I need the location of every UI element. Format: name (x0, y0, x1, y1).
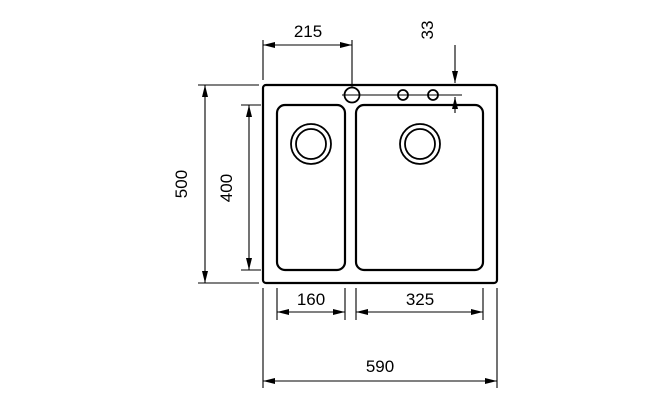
dim-overall-height: 500 (172, 84, 259, 284)
left-basin (275, 103, 347, 272)
dim-left-basin-width: 160 (276, 288, 346, 320)
dim-top-width: 215 (262, 22, 353, 87)
dim-overall-width: 590 (262, 288, 498, 388)
dimension-label: 33 (418, 21, 437, 40)
sink-outline (261, 83, 499, 285)
right-drain-inner (404, 128, 436, 160)
dimension-label: 325 (406, 290, 434, 309)
right-drain-outer (399, 123, 441, 165)
dim-right-basin-width: 325 (355, 288, 484, 320)
faucet-hole-3 (427, 89, 439, 101)
left-drain-outer (290, 123, 332, 165)
dimension-label: 160 (297, 290, 325, 309)
left-drain-inner (295, 128, 327, 160)
right-basin (354, 103, 485, 272)
dimension-label: 500 (172, 170, 191, 198)
faucet-hole-2 (397, 89, 409, 101)
dim-faucet-offset: 33 (418, 21, 458, 113)
dimension-label: 590 (366, 357, 394, 376)
dim-basin-height: 400 (217, 104, 261, 271)
dimension-label: 400 (217, 174, 236, 202)
faucet-hole-1 (343, 86, 361, 104)
dimension-label: 215 (294, 22, 322, 41)
